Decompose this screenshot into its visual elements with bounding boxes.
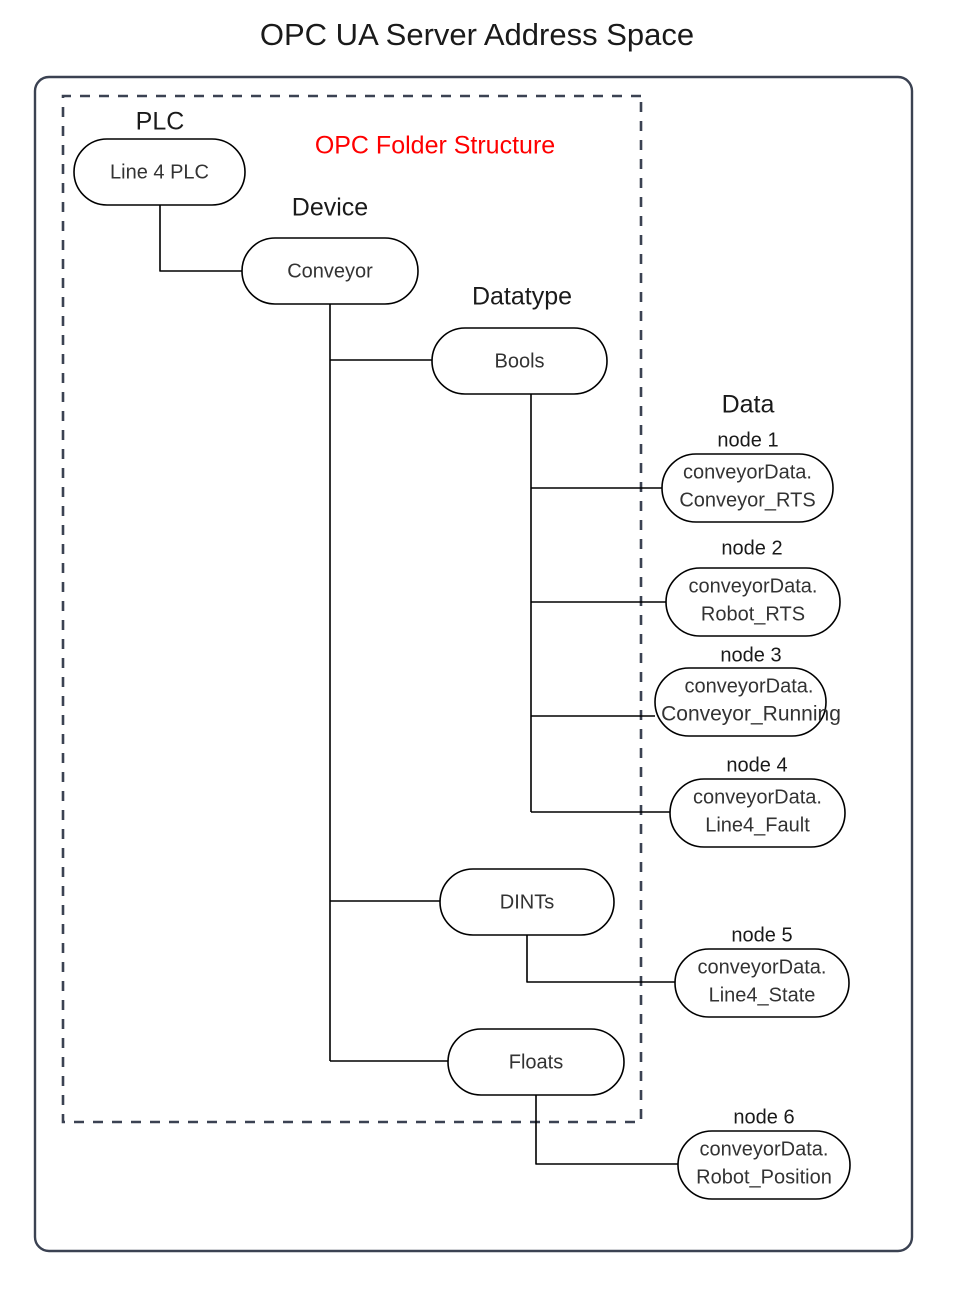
node-floats-box[interactable]	[447, 1028, 625, 1096]
node5-line2: Line4_State	[709, 984, 816, 1006]
node2-caption: node 2	[721, 537, 782, 559]
group-label-device: Device	[292, 194, 368, 222]
node-dints-label: DINTs	[500, 891, 554, 913]
node-conveyor-box[interactable]	[241, 237, 419, 305]
node3-caption: node 3	[720, 644, 781, 666]
node4-box[interactable]	[669, 778, 846, 848]
opc-folder-structure-title: OPC Folder Structure	[315, 132, 555, 160]
node6-line1: conveyorData.	[700, 1138, 829, 1160]
node-line-4-plc-label: Line 4 PLC	[110, 161, 209, 183]
edge-dints-to-node5	[526, 934, 675, 983]
node-conveyor-running[interactable]: node 3 conveyorData. Conveyor_Running	[654, 644, 841, 737]
node1-box[interactable]	[661, 453, 834, 523]
node-robot-rts[interactable]: node 2 conveyorData. Robot_RTS	[665, 537, 841, 637]
node2-line1: conveyorData.	[689, 575, 818, 597]
node-line-4-plc-box[interactable]	[73, 138, 246, 206]
node5-caption: node 5	[731, 924, 792, 946]
group-label-datatype: Datatype	[472, 283, 572, 311]
node-floats[interactable]: Floats	[447, 1028, 625, 1096]
node-conveyor-label: Conveyor	[287, 260, 373, 282]
node3-line1: conveyorData.	[685, 675, 814, 697]
page-title: OPC UA Server Address Space	[260, 17, 694, 52]
node-conveyor[interactable]: Conveyor	[241, 237, 419, 305]
group-label-plc: PLC	[136, 108, 185, 136]
node5-line1: conveyorData.	[698, 956, 827, 978]
node-dints-box[interactable]	[439, 868, 615, 936]
edge-plc-to-conveyor	[159, 205, 242, 272]
node-bools[interactable]: Bools	[431, 327, 608, 395]
node-bools-label: Bools	[494, 350, 544, 372]
node1-line2: Conveyor_RTS	[679, 489, 815, 511]
node-line4-state[interactable]: node 5 conveyorData. Line4_State	[674, 924, 850, 1018]
node2-line2: Robot_RTS	[701, 603, 805, 625]
node-line-4-plc[interactable]: Line 4 PLC	[73, 138, 246, 206]
node4-caption: node 4	[726, 754, 787, 776]
server-address-space-frame	[33, 75, 914, 1253]
opc-folder-structure-boundary	[61, 94, 643, 1124]
node4-line2: Line4_Fault	[705, 814, 810, 836]
node2-box[interactable]	[665, 567, 841, 637]
node-line4-fault[interactable]: node 4 conveyorData. Line4_Fault	[669, 754, 846, 848]
node-dints[interactable]: DINTs	[439, 868, 615, 936]
node5-box[interactable]	[674, 948, 850, 1018]
node3-box[interactable]	[654, 667, 827, 737]
group-label-data: Data	[722, 391, 775, 419]
node6-box[interactable]	[677, 1130, 851, 1200]
node-floats-label: Floats	[509, 1051, 563, 1073]
node4-line1: conveyorData.	[693, 786, 822, 808]
node-robot-position[interactable]: node 6 conveyorData. Robot_Position	[677, 1106, 851, 1200]
edge-floats-to-node6	[535, 1094, 678, 1165]
node6-caption: node 6	[733, 1106, 794, 1128]
node6-line2: Robot_Position	[696, 1166, 832, 1188]
node-conveyor-rts[interactable]: node 1 conveyorData. Conveyor_RTS	[661, 429, 834, 523]
node3-line2: Conveyor_Running	[661, 703, 841, 726]
node1-line1: conveyorData.	[683, 461, 812, 483]
node-bools-box[interactable]	[431, 327, 608, 395]
node1-caption: node 1	[717, 429, 778, 451]
